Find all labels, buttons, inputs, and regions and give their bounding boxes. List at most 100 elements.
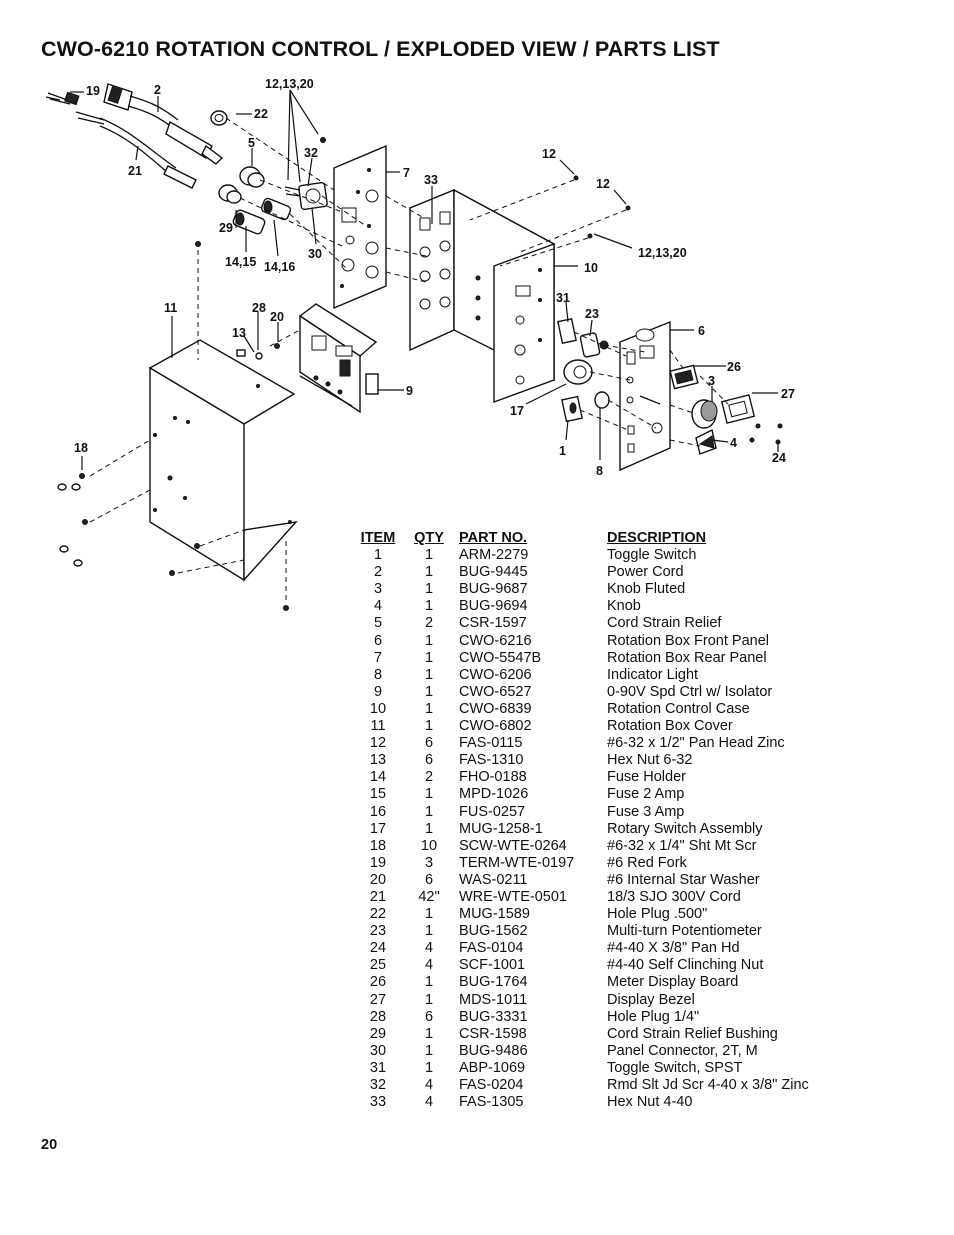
callout-5: 5 <box>248 136 255 150</box>
cell-item: 6 <box>373 632 383 649</box>
cell-item: 11 <box>370 718 386 735</box>
callout-27: 27 <box>781 387 795 401</box>
cell-item: 8 <box>373 666 383 683</box>
assembly-guide-lines <box>89 117 729 600</box>
cell-description: Rotary Switch Assembly <box>607 820 763 837</box>
cell-description: Fuse Holder <box>607 769 686 786</box>
cell-part-no: FAS-1310 <box>459 752 524 769</box>
cell-qty: 4 <box>424 1077 434 1093</box>
cell-part-no: BUG-9687 <box>459 581 528 598</box>
cell-qty: 1 <box>424 1059 434 1076</box>
cell-item: 32 <box>369 1077 387 1093</box>
cell-part-no: FAS-0204 <box>459 1077 524 1093</box>
control-case-drawing <box>408 188 556 404</box>
cell-qty: 3 <box>424 854 434 871</box>
cell-part-no: MPD-1026 <box>459 786 529 803</box>
cell-description: Power Cord <box>607 564 684 581</box>
cell-part-no: CSR-1598 <box>459 1025 527 1042</box>
cell-qty: 2 <box>424 769 434 786</box>
callout-1: 1 <box>559 444 566 458</box>
cell-qty: 6 <box>424 752 434 769</box>
cell-item: 14 <box>369 769 387 786</box>
callout-12-a: 12 <box>542 147 556 161</box>
cell-description: 18/3 SJO 300V Cord <box>607 888 741 905</box>
callout-28: 28 <box>252 301 266 315</box>
cell-qty: 10 <box>420 837 438 854</box>
callout-22: 22 <box>254 107 268 121</box>
cell-description: #6-32 x 1/2" Pan Head Zinc <box>607 735 785 752</box>
cell-part-no: BUG-9694 <box>459 598 528 615</box>
callout-18: 18 <box>74 441 88 455</box>
cell-qty: 1 <box>424 581 434 598</box>
meter-display-drawing <box>669 364 756 455</box>
callout-6: 6 <box>698 324 705 338</box>
cell-qty: 1 <box>424 683 434 700</box>
cell-part-no: FAS-0104 <box>459 940 524 957</box>
cell-part-no: BUG-1562 <box>459 923 528 940</box>
cell-description: Rotation Box Front Panel <box>607 632 770 649</box>
cell-description: Rotation Box Cover <box>607 718 733 735</box>
cell-item: 1 <box>373 547 383 564</box>
callout-9: 9 <box>406 384 413 398</box>
cell-description: Hole Plug 1/4" <box>607 1008 700 1025</box>
cell-description: Indicator Light <box>607 666 699 683</box>
cell-description: #6 Red Fork <box>607 854 687 871</box>
cell-item: 10 <box>369 700 387 717</box>
cell-description: Multi-turn Potentiometer <box>607 923 762 940</box>
cell-description: Knob Fluted <box>607 581 686 598</box>
cell-description: #6 Internal Star Washer <box>607 871 760 888</box>
cell-part-no: SCW-WTE-0264 <box>459 837 567 854</box>
cell-description: #4-40 Self Clinching Nut <box>607 957 764 974</box>
cell-qty: 2 <box>424 615 434 632</box>
callout-12-b: 12 <box>596 177 610 191</box>
cell-part-no: MUG-1589 <box>459 906 530 923</box>
cell-part-no: CWO-5547B <box>459 649 542 666</box>
cell-part-no: MDS-1011 <box>459 991 528 1008</box>
cell-item: 4 <box>373 598 383 615</box>
callout-14-15: 14,15 <box>225 255 256 269</box>
callout-21: 21 <box>128 164 142 178</box>
cell-item: 9 <box>373 683 383 700</box>
callout-7: 7 <box>403 166 410 180</box>
cell-qty: 1 <box>424 649 434 666</box>
cell-part-no: ARM-2279 <box>459 547 529 564</box>
cell-description: Toggle Switch, SPST <box>607 1059 743 1076</box>
callout-10: 10 <box>584 261 598 275</box>
cell-part-no: FUS-0257 <box>459 803 526 820</box>
cell-description: Cord Strain Relief Bushing <box>607 1025 778 1042</box>
cell-qty: 1 <box>424 718 434 735</box>
fasteners-drawing <box>57 175 783 611</box>
callout-8: 8 <box>596 464 603 478</box>
cell-item: 30 <box>369 1042 387 1059</box>
callout-3: 3 <box>708 374 715 388</box>
cell-part-no: CWO-6216 <box>459 632 532 649</box>
cell-qty: 1 <box>424 1025 434 1042</box>
cell-item: 26 <box>369 974 387 991</box>
cell-description: Fuse 2 Amp <box>607 786 685 803</box>
callout-33: 33 <box>424 173 438 187</box>
rear-panel-drawing <box>333 144 387 310</box>
callout-13: 13 <box>232 326 246 340</box>
cell-qty: 1 <box>424 1042 434 1059</box>
callout-24: 24 <box>772 451 786 465</box>
cell-part-no: CWO-6206 <box>459 666 532 683</box>
callout-12-13-20-top: 12,13,20 <box>265 77 314 91</box>
callout-17: 17 <box>510 404 524 418</box>
cell-qty: 4 <box>424 957 434 974</box>
cell-qty: 1 <box>424 803 434 820</box>
callout-19: 19 <box>86 84 100 98</box>
cell-item: 2 <box>373 564 383 581</box>
